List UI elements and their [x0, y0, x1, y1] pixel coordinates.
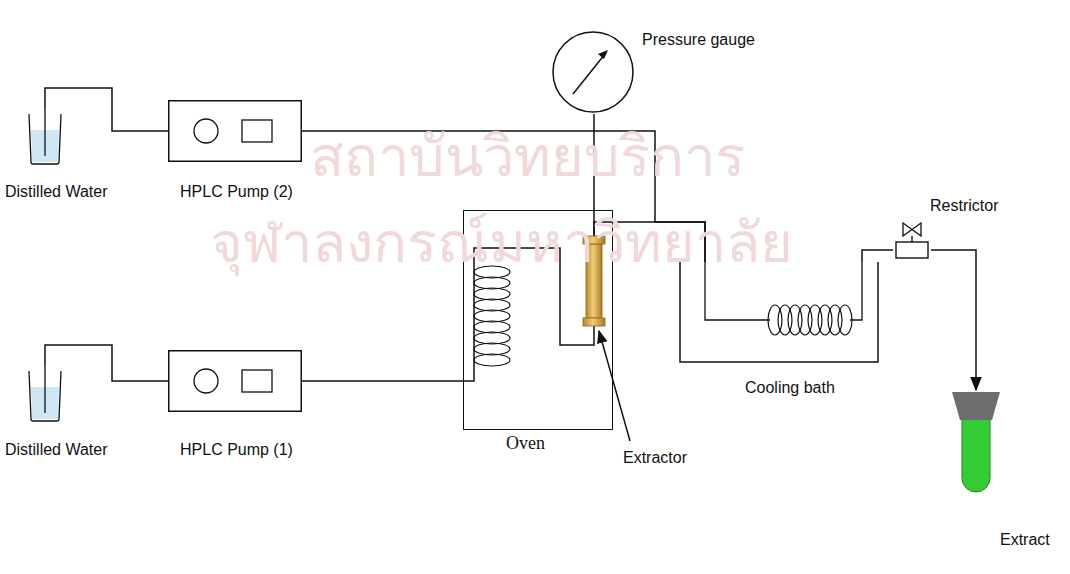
leader-arrow	[599, 331, 630, 441]
heating-coil-turn	[474, 277, 510, 289]
heating-coil-turn	[474, 343, 510, 355]
valve-shape	[893, 222, 931, 262]
tube-node: Extract	[952, 390, 1000, 500]
tube-stopper	[952, 392, 1000, 420]
beaker-shape	[28, 365, 62, 421]
heating-coil-turn	[474, 332, 510, 344]
watermark: สถาบันวิทยบริการ	[310, 126, 745, 188]
node-label: HPLC Pump (1)	[180, 440, 293, 459]
gauge-node: Pressure gauge	[551, 30, 635, 114]
pump-display	[242, 120, 272, 142]
pump-dial	[194, 369, 218, 393]
needle-head	[598, 50, 608, 59]
beaker-node: Distilled Water	[28, 365, 62, 421]
node-label: Pressure gauge	[642, 30, 755, 49]
node-label: Distilled Water	[5, 182, 108, 201]
pump-dial	[194, 119, 218, 143]
valve-handle	[903, 223, 921, 236]
tube-shape	[952, 390, 1000, 500]
cooling-coil-turn	[838, 305, 852, 335]
suction-tube	[44, 108, 45, 156]
pump-node: HPLC Pump (2)	[168, 100, 302, 162]
tubing-line	[862, 250, 893, 262]
node-label: Oven	[506, 433, 545, 455]
pump-body	[169, 351, 302, 412]
beaker-node: Distilled Water	[28, 108, 62, 164]
node-label: Distilled Water	[5, 440, 108, 459]
beaker-shape	[28, 108, 62, 164]
gauge-needle	[573, 54, 605, 94]
heating-coil	[474, 266, 510, 366]
bath-shape	[680, 262, 878, 362]
bath-node: Cooling bath	[680, 262, 878, 362]
heating-coil-turn	[474, 299, 510, 311]
node-label: Extract	[1000, 530, 1050, 549]
pump-node: HPLC Pump (1)	[168, 350, 302, 412]
node-label: Restrictor	[930, 196, 998, 215]
node-label: HPLC Pump (2)	[180, 182, 293, 201]
extractor-cap	[583, 318, 605, 326]
bath-vessel	[680, 262, 878, 362]
valve-body	[896, 242, 928, 258]
tubing-line	[931, 250, 976, 390]
test-tube	[962, 418, 990, 492]
gauge-shape	[551, 30, 635, 114]
tubing-line	[45, 88, 168, 131]
pump-shape	[168, 350, 302, 412]
pump-shape	[168, 100, 302, 162]
heating-coil-turn	[474, 288, 510, 300]
valve-node: Restrictor	[893, 222, 931, 262]
node-label: Extractor	[623, 448, 687, 467]
heating-coil-turn	[474, 310, 510, 322]
pump-body	[169, 101, 302, 162]
heating-coil-turn	[474, 354, 510, 366]
valve-stem	[911, 236, 912, 242]
gauge-face	[553, 32, 633, 112]
pump-display	[242, 370, 272, 392]
watermark: จุฬาลงกรณ์มหาวิทยาลัย	[210, 212, 793, 274]
heating-coil-turn	[474, 321, 510, 333]
node-label: Cooling bath	[745, 378, 835, 397]
bath-tube	[850, 262, 862, 320]
tubing-line	[45, 345, 168, 381]
suction-tube	[44, 365, 45, 413]
